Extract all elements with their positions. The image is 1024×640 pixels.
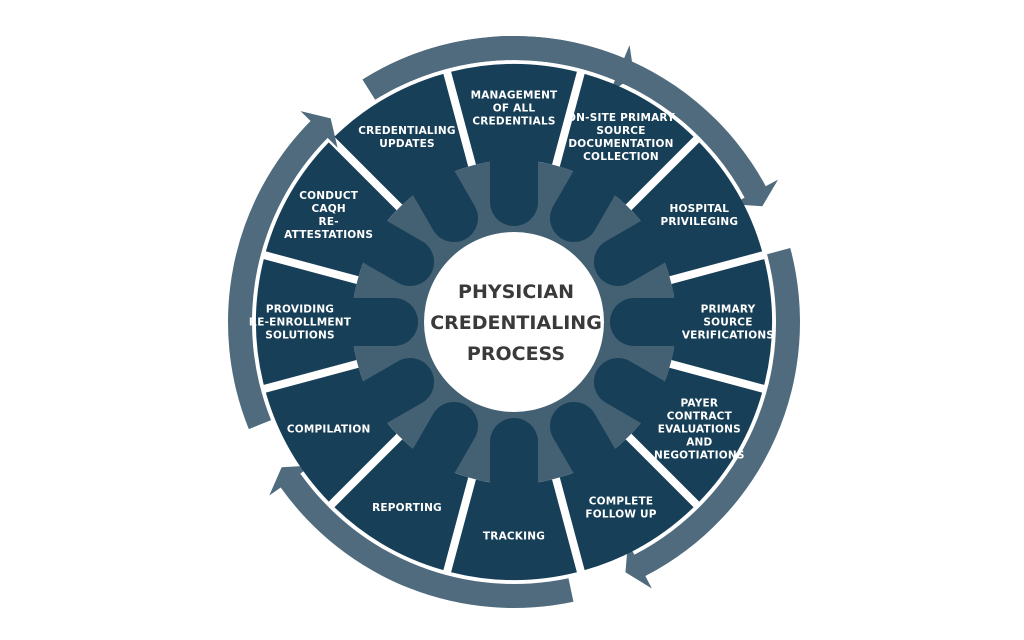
center-title-line-1: PHYSICIAN: [458, 281, 574, 303]
center-title-line-3: PROCESS: [467, 343, 565, 365]
segment-label-line: CONTRACT: [667, 411, 733, 423]
segment-label-line: ATTESTATIONS: [284, 229, 373, 241]
segment-label-line: PAYER: [680, 398, 718, 410]
segment-label-line: SOURCE: [703, 317, 752, 329]
segment-label-line: NEGOTIATIONS: [654, 450, 745, 462]
segment-label-line: COLLECTION: [583, 151, 659, 163]
segment-label-8: COMPILATION: [287, 424, 371, 436]
segment-8: [265, 367, 397, 502]
center-core: [424, 232, 604, 412]
segment-1: [559, 73, 694, 205]
segment-label-line: OF ALL: [493, 103, 536, 115]
segment-lobe-9: [350, 298, 418, 346]
segment-lobe-1: [550, 167, 617, 243]
segment-lobe-8: [359, 358, 435, 425]
segment-lobe-7: [411, 401, 478, 477]
segment-lobe-5: [550, 401, 617, 477]
segment-label-line: COMPLETE: [589, 496, 654, 508]
segment-label-line: AND: [686, 437, 712, 449]
segment-label-line: CONDUCT: [299, 190, 359, 202]
segment-2: [631, 142, 763, 277]
segment-3: [671, 259, 773, 385]
segment-label-line: CREDENTIALS: [472, 116, 555, 128]
segment-11: [334, 73, 469, 205]
segment-label-line: TRACKING: [483, 531, 545, 543]
segment-label-line: DOCUMENTATION: [568, 138, 673, 150]
segment-lobe-2: [593, 219, 669, 286]
segment-label-line: REPORTING: [372, 502, 442, 514]
segment-lobe-4: [593, 358, 669, 425]
segment-10: [265, 142, 397, 277]
segment-6: [451, 479, 577, 580]
segment-5: [559, 439, 694, 571]
segment-label-line: EVALUATIONS: [658, 424, 741, 436]
segment-label-line: CAQH: [311, 203, 345, 215]
segment-label-line: SOLUTIONS: [265, 330, 334, 342]
center-title-line-2: CREDENTIALING: [430, 312, 602, 334]
segment-label-line: UPDATES: [379, 138, 435, 150]
segment-label-line: PRIVILEGING: [660, 216, 738, 228]
segment-lobe-10: [359, 219, 435, 286]
segment-lobe-6: [490, 418, 538, 486]
cycle-arrows: [228, 35, 801, 609]
segment-label-line: SOURCE: [596, 125, 645, 137]
segment-label-7: REPORTING: [372, 502, 442, 514]
cycle-arrow-3: [269, 465, 574, 609]
segment-label-line: ON-SITE PRIMARY: [567, 112, 675, 124]
segment-label-line: PROVIDING: [266, 304, 334, 316]
segment-4: [631, 367, 763, 502]
segment-lobe-11: [411, 167, 478, 243]
segment-label-line: HOSPITAL: [670, 203, 730, 215]
segment-label-line: MANAGEMENT: [471, 90, 558, 102]
cycle-arrow-2: [625, 247, 801, 589]
segment-12: [451, 63, 577, 165]
segment-label-line: FOLLOW UP: [585, 509, 656, 521]
segment-lobe-12: [490, 158, 538, 226]
segment-label-line: PRIMARY: [701, 304, 756, 316]
center-title: PHYSICIAN CREDENTIALING PROCESS: [430, 281, 602, 365]
cycle-arrow-5: [362, 35, 635, 100]
segment-label-line: COMPILATION: [287, 424, 371, 436]
segment-label-line: RE-ENROLLMENT: [249, 317, 352, 329]
segment-lobe-3: [610, 298, 678, 346]
segment-label-6: TRACKING: [483, 531, 545, 543]
segment-label-line: CREDENTIALING: [358, 125, 455, 137]
segment-label-line: VERIFICATIONS: [682, 330, 774, 342]
segment-label-line: RE-: [319, 216, 339, 228]
segment-9: [256, 259, 357, 385]
cycle-arrow-4: [228, 111, 338, 430]
segment-7: [334, 439, 469, 571]
